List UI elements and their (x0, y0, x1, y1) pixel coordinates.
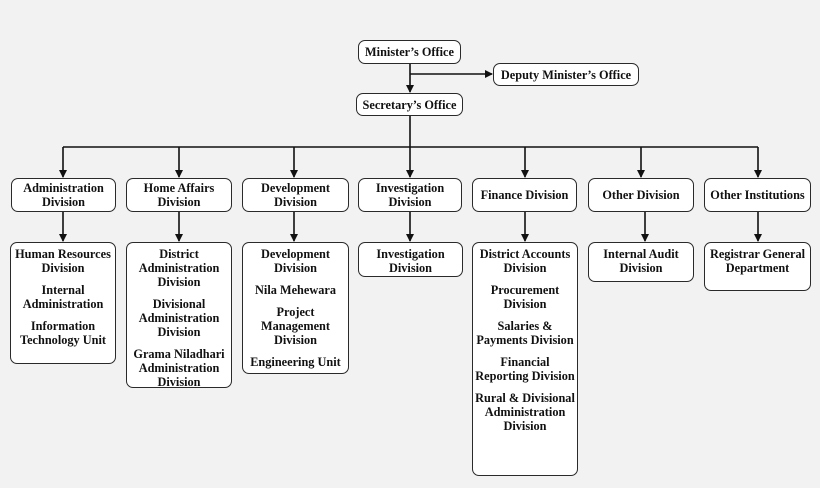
unit-label: Nila Mehewara (255, 283, 336, 297)
units-box-other-institutions: Registrar General Department (704, 242, 811, 291)
unit-label: Internal Administration (22, 283, 104, 311)
division-box-administration: Administration Division (11, 178, 116, 212)
division-title: Other Division (602, 188, 680, 202)
unit-label: Investigation Division (376, 247, 445, 275)
units-box-other: Internal Audit Division (588, 242, 694, 282)
division-title: Administration Division (23, 181, 104, 209)
secretary-office-box: Secretary’s Office (356, 93, 463, 116)
division-box-development: Development Division (242, 178, 349, 212)
division-box-home-affairs: Home Affairs Division (126, 178, 232, 212)
unit-label: Project Management Division (261, 305, 330, 347)
units-box-administration: Human Resources Division Internal Admini… (10, 242, 116, 364)
division-title: Investigation Division (375, 181, 445, 209)
division-title: Finance Division (480, 188, 569, 202)
division-title: Home Affairs Division (143, 181, 215, 209)
deputy-minister-office-label: Deputy Minister’s Office (500, 67, 632, 82)
secretary-office-label: Secretary’s Office (362, 97, 457, 112)
deputy-minister-office-box: Deputy Minister’s Office (493, 63, 639, 86)
unit-label: Internal Audit Division (603, 247, 679, 275)
division-title: Other Institutions (710, 188, 805, 202)
minister-office-label: Minister’s Office (365, 45, 454, 59)
division-box-other: Other Division (588, 178, 694, 212)
unit-label: Divisional Administration Division (138, 297, 220, 339)
unit-label: Information Technology Unit (20, 319, 106, 347)
unit-label: District Accounts Division (479, 247, 571, 275)
unit-label: Registrar General Department (709, 247, 806, 275)
division-title: Development Division (261, 181, 330, 209)
unit-label: Salaries & Payments Division (476, 319, 574, 347)
unit-label: Engineering Unit (250, 355, 341, 369)
unit-label: District Administration Division (138, 247, 220, 289)
units-box-investigation: Investigation Division (358, 242, 463, 277)
unit-label: Financial Reporting Division (475, 355, 575, 383)
unit-label: Procurement Division (490, 283, 560, 311)
unit-label: Development Division (261, 247, 330, 275)
units-box-finance: District Accounts Division Procurement D… (472, 242, 578, 476)
division-box-investigation: Investigation Division (358, 178, 462, 212)
division-box-finance: Finance Division (472, 178, 577, 212)
units-box-home-affairs: District Administration Division Divisio… (126, 242, 232, 389)
unit-label: Rural & Divisional Administration Divisi… (475, 391, 575, 433)
units-box-development: Development Division Nila Mehewara Proje… (242, 242, 349, 374)
unit-label: Grama Niladhari Administration Division (133, 347, 225, 389)
unit-label: Human Resources Division (15, 247, 111, 275)
division-box-other-institutions: Other Institutions (704, 178, 811, 212)
minister-office-box: Minister’s Office (358, 40, 461, 64)
